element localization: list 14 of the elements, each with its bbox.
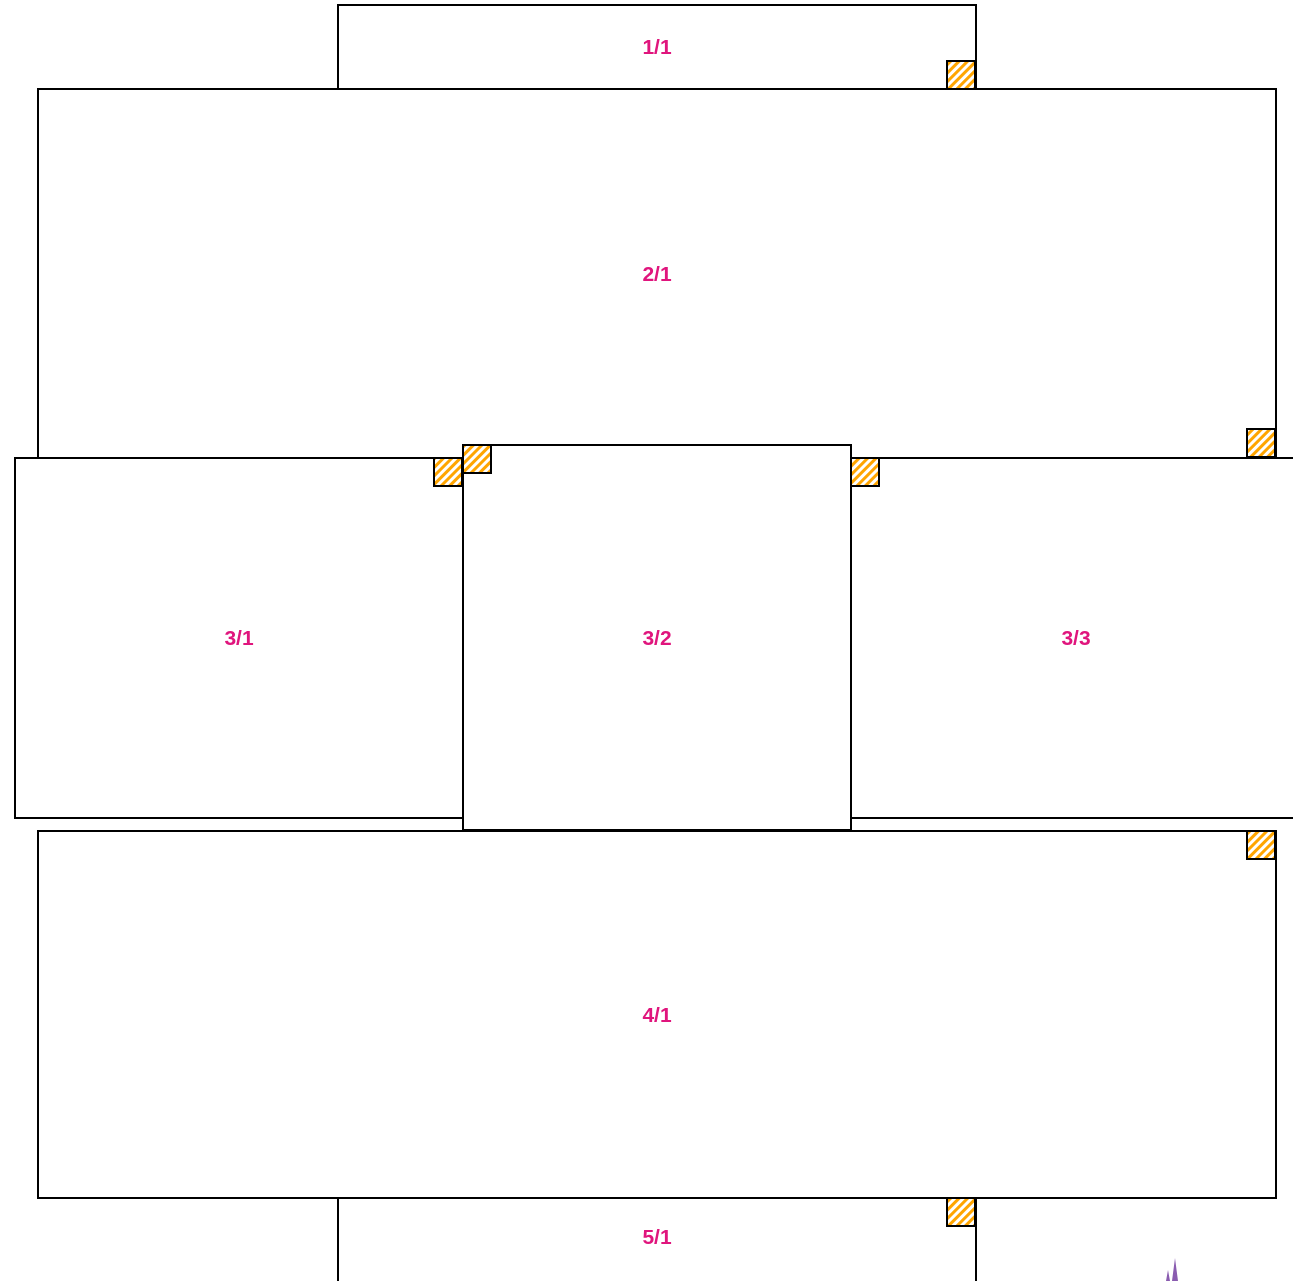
region-label: 2/1 [642, 261, 672, 286]
region-label: 3/2 [642, 625, 672, 650]
region-box [337, 1197, 977, 1281]
region-box [37, 830, 1277, 1199]
region-box [14, 457, 464, 819]
region-label: 3/1 [224, 626, 254, 650]
region-label: 4/1 [642, 1002, 672, 1027]
region-box [850, 457, 1293, 819]
region-box [37, 88, 1277, 459]
region-label: 5/1 [642, 1225, 672, 1249]
region-box [337, 4, 977, 90]
region-label: 3/3 [1061, 626, 1091, 650]
region-label: 1/1 [642, 35, 672, 59]
region-box [462, 444, 852, 831]
